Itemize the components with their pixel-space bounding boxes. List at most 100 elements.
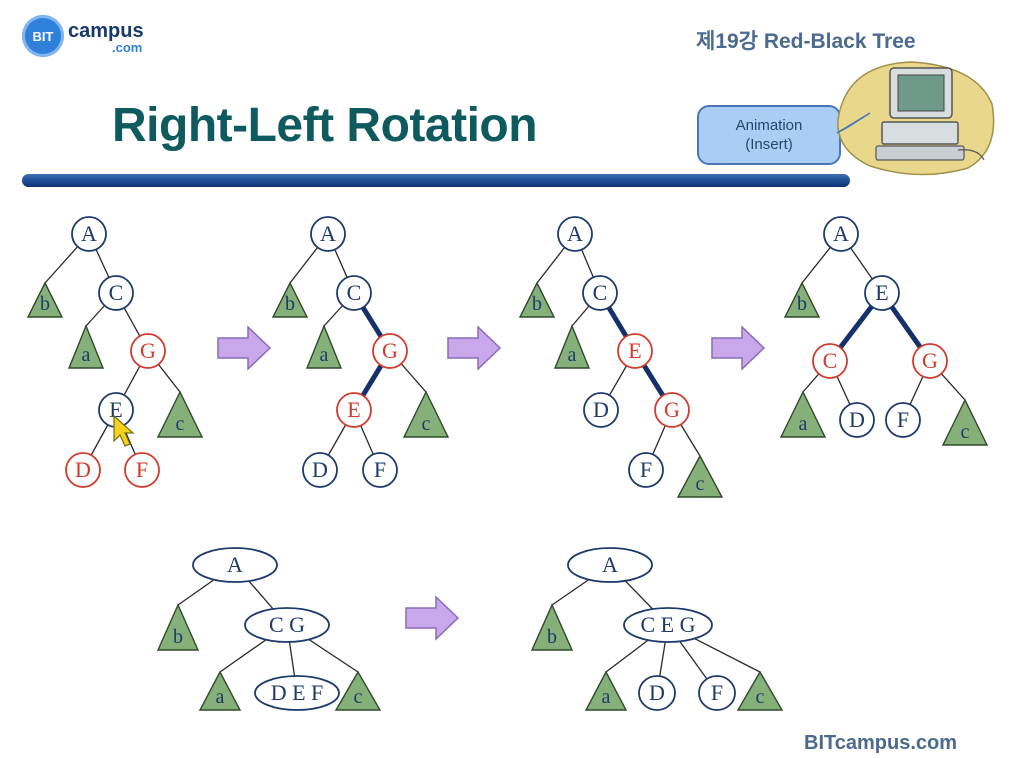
- node-label: A: [227, 552, 243, 577]
- subtree-triangle: [156, 603, 200, 651]
- node-label: D: [649, 680, 665, 705]
- tree-node: [638, 675, 676, 711]
- subtree-label: a: [568, 344, 577, 366]
- title-underline-bar: [22, 174, 850, 187]
- subtree-label: a: [216, 686, 225, 708]
- node-label: D: [849, 407, 865, 432]
- arrow-icon: [711, 325, 766, 371]
- tree-node: [628, 452, 664, 488]
- node-label: E: [875, 280, 888, 305]
- subtree-triangle: [553, 324, 591, 369]
- node-label: D: [593, 397, 609, 422]
- node-label: A: [320, 221, 336, 246]
- subtree-triangle: [334, 670, 382, 711]
- subtree-label: c: [961, 421, 970, 443]
- subtree-triangle: [736, 670, 784, 711]
- node-label: A: [567, 221, 583, 246]
- node-label: G: [922, 348, 938, 373]
- subtree-triangle: [783, 281, 821, 318]
- lecture-title: 제19강 Red-Black Tree: [696, 30, 916, 53]
- subtree-triangle: [67, 324, 105, 369]
- logo-com-text: .com: [112, 40, 143, 55]
- node-label: F: [136, 457, 148, 482]
- node-label: C: [823, 348, 838, 373]
- tree-node: [623, 607, 713, 643]
- subtree-triangle: [518, 281, 556, 318]
- subtree-triangle: [676, 454, 724, 498]
- node-label: C G: [269, 612, 305, 637]
- tree-node: [864, 275, 900, 311]
- subtree-label: a: [82, 344, 91, 366]
- subtree-triangle: [156, 390, 204, 438]
- node-label: D: [312, 457, 328, 482]
- tree-node: [823, 216, 859, 252]
- subtree-label: c: [756, 686, 765, 708]
- tree-node: [124, 452, 160, 488]
- tree-node: [310, 216, 346, 252]
- node-label: D E F: [271, 680, 324, 705]
- tree-node: [812, 343, 848, 379]
- tree-node: [583, 392, 619, 428]
- bitcampus-logo: BIT campus .com: [22, 12, 172, 60]
- subtree-label: b: [40, 293, 50, 315]
- tree-node: [336, 392, 372, 428]
- subtree-label: c: [354, 686, 363, 708]
- node-label: C: [109, 280, 124, 305]
- subtree-triangle: [198, 670, 242, 711]
- tree-node: [372, 333, 408, 369]
- tree-node: [557, 216, 593, 252]
- node-label: G: [382, 338, 398, 363]
- tree-node: [302, 452, 338, 488]
- node-label: A: [81, 221, 97, 246]
- logo-bit-badge: BIT: [22, 15, 64, 57]
- node-label: E: [347, 397, 360, 422]
- node-label: F: [640, 457, 652, 482]
- subtree-triangle: [779, 390, 827, 438]
- subtree-label: c: [696, 473, 705, 495]
- cursor-icon: [113, 414, 135, 447]
- animation-button-line1: Animation: [735, 117, 803, 134]
- node-label: F: [711, 680, 723, 705]
- tree-node: [567, 547, 653, 583]
- subtree-label: b: [797, 293, 807, 315]
- node-label: G: [140, 338, 156, 363]
- node-label: F: [374, 457, 386, 482]
- footer-site: BITcampus.com: [804, 732, 957, 754]
- subtree-triangle: [305, 324, 343, 369]
- arrow-icon: [217, 325, 272, 371]
- node-label: A: [602, 552, 618, 577]
- subtree-triangle: [584, 670, 628, 711]
- subtree-label: c: [422, 413, 431, 435]
- tree-node: [192, 547, 278, 583]
- node-label: C: [347, 280, 362, 305]
- subtree-triangle: [530, 603, 574, 651]
- node-label: E: [628, 338, 641, 363]
- animation-button-line2: (Insert): [745, 136, 793, 153]
- subtree-triangle: [402, 390, 450, 438]
- subtree-label: a: [602, 686, 611, 708]
- arrow-icon: [405, 595, 460, 641]
- subtree-label: b: [547, 626, 557, 648]
- arrow-icon: [447, 325, 502, 371]
- node-label: C E G: [641, 612, 696, 637]
- tree-node: [362, 452, 398, 488]
- subtree-label: b: [532, 293, 542, 315]
- subtree-triangle: [271, 281, 309, 318]
- subtree-triangle: [26, 281, 64, 318]
- tree-node: [617, 333, 653, 369]
- tree-node: [244, 607, 330, 643]
- tree-node: [582, 275, 618, 311]
- tree-node: [65, 452, 101, 488]
- subtree-label: a: [320, 344, 329, 366]
- tree-node: [839, 402, 875, 438]
- subtree-label: b: [173, 626, 183, 648]
- animation-insert-button[interactable]: Animation (Insert): [697, 105, 841, 165]
- tree-node: [98, 275, 134, 311]
- tree-node: [912, 343, 948, 379]
- node-label: C: [593, 280, 608, 305]
- tree-node: [71, 216, 107, 252]
- node-label: A: [833, 221, 849, 246]
